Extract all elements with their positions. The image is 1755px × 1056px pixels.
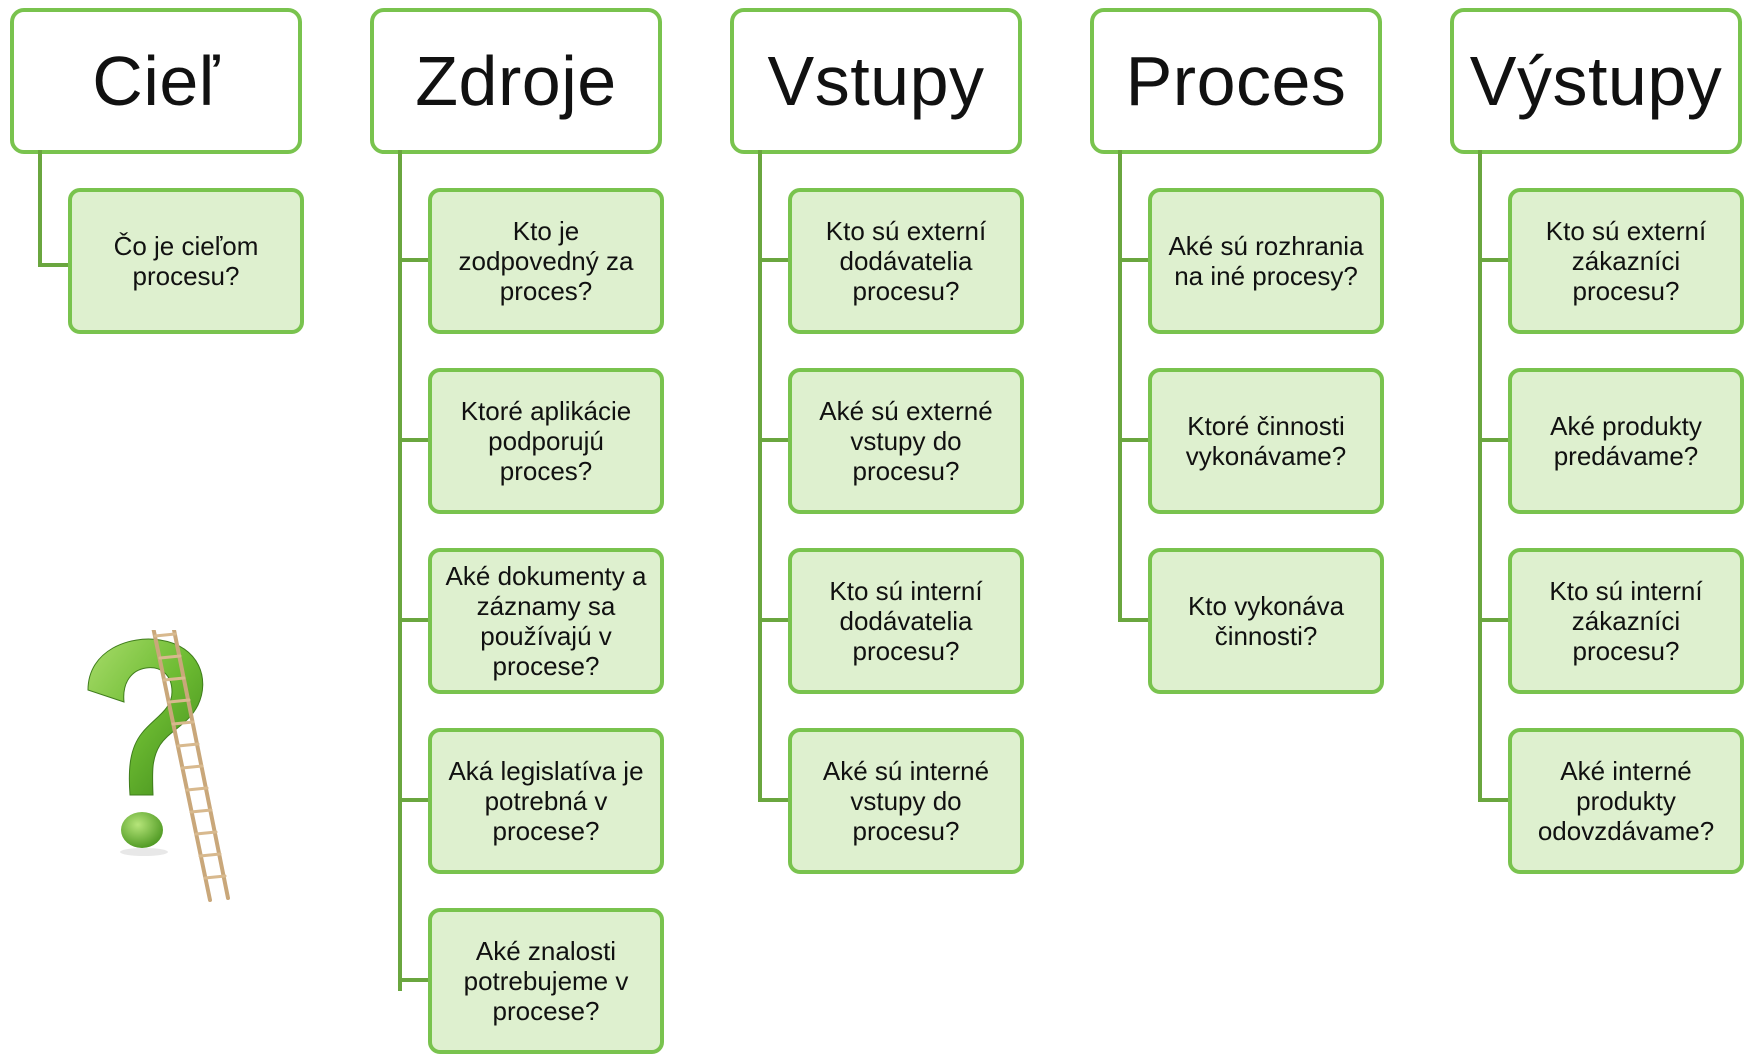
question-card: Kto sú externí dodávatelia procesu?: [788, 188, 1024, 334]
connector-branch: [758, 438, 790, 442]
question-card: Aké interné produkty odovzdávame?: [1508, 728, 1744, 874]
connector-branch: [1478, 798, 1510, 802]
connector-vertical: [398, 150, 402, 991]
question-card: Kto vykonáva činnosti?: [1148, 548, 1384, 694]
question-card: Aké sú rozhrania na iné procesy?: [1148, 188, 1384, 334]
connector-branch: [1478, 258, 1510, 262]
connector-branch: [398, 798, 430, 802]
column-title: Výstupy: [1450, 8, 1742, 154]
question-card: Čo je cieľom procesu?: [68, 188, 304, 334]
connector-branch: [38, 263, 70, 267]
column-proces: Proces Aké sú rozhrania na iné procesy? …: [1080, 0, 1384, 1056]
column-title: Vstupy: [730, 8, 1022, 154]
connector-vertical: [1478, 150, 1482, 801]
connector-vertical: [758, 150, 762, 801]
question-card: Aké dokumenty a záznamy sa používajú v p…: [428, 548, 664, 694]
connector-branch: [758, 258, 790, 262]
connector-branch: [1118, 438, 1150, 442]
question-card: Aké produkty predávame?: [1508, 368, 1744, 514]
connector-branch: [1478, 618, 1510, 622]
question-card: Ktoré činnosti vykonávame?: [1148, 368, 1384, 514]
question-card: Kto sú interní dodávatelia procesu?: [788, 548, 1024, 694]
connector-branch: [758, 618, 790, 622]
column-vystupy: Výstupy Kto sú externí zákazníci procesu…: [1440, 0, 1744, 1056]
connector-branch: [1118, 618, 1150, 622]
connector-branch: [398, 438, 430, 442]
connector-branch: [398, 258, 430, 262]
question-card: Aké sú interné vstupy do procesu?: [788, 728, 1024, 874]
question-mark-ladder-icon: [87, 630, 230, 902]
question-card: Aké sú externé vstupy do procesu?: [788, 368, 1024, 514]
connector-branch: [758, 798, 790, 802]
connector-vertical: [1118, 150, 1122, 621]
connector-branch: [1118, 258, 1150, 262]
question-card: Kto sú interní zákazníci procesu?: [1508, 548, 1744, 694]
question-card: Kto je zodpovedný za proces?: [428, 188, 664, 334]
column-zdroje: Zdroje Kto je zodpovedný za proces? Ktor…: [360, 0, 664, 1056]
column-vstupy: Vstupy Kto sú externí dodávatelia proces…: [720, 0, 1024, 1056]
connector-branch: [398, 978, 430, 982]
connector-branch: [1478, 438, 1510, 442]
column-title: Zdroje: [370, 8, 662, 154]
question-card: Aké znalosti potrebujeme v procese?: [428, 908, 664, 1054]
question-card: Ktoré aplikácie podporujú proces?: [428, 368, 664, 514]
question-card: Kto sú externí zákazníci procesu?: [1508, 188, 1744, 334]
column-ciel: Cieľ Čo je cieľom procesu?: [0, 0, 304, 1056]
column-title: Proces: [1090, 8, 1382, 154]
connector-branch: [398, 618, 430, 622]
column-title: Cieľ: [10, 8, 302, 154]
connector-vertical: [38, 150, 42, 265]
question-card: Aká legislatíva je potrebná v procese?: [428, 728, 664, 874]
